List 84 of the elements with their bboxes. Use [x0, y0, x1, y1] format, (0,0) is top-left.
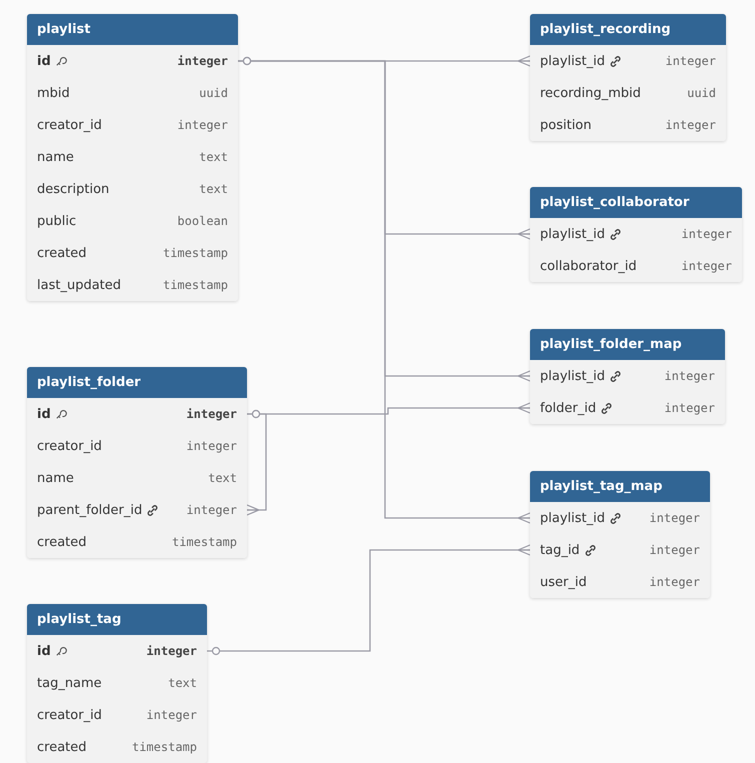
column-type: text: [207, 471, 237, 485]
column-type: integer: [145, 644, 197, 658]
column-type: integer: [145, 708, 197, 722]
column-name: id: [37, 644, 51, 658]
column-type: uuid: [198, 86, 228, 100]
column-type: timestamp: [130, 740, 197, 754]
table-name: playlist_recording: [530, 14, 726, 45]
column-type: integer: [648, 543, 700, 557]
table-row: [27, 45, 238, 77]
column-name: last_updated: [37, 278, 122, 292]
column-name: playlist_id: [540, 510, 605, 526]
column-name: tag_name: [37, 676, 102, 690]
column-type: integer: [680, 227, 732, 241]
table-name: playlist: [27, 14, 238, 45]
column-type: integer: [648, 511, 700, 525]
column-name: position: [540, 118, 592, 132]
column-type: integer: [648, 575, 700, 589]
column-type: integer: [664, 118, 716, 132]
column-type: timestamp: [162, 246, 228, 260]
table-row: [27, 398, 247, 430]
relationship-line: [238, 56, 531, 524]
table-card: [27, 367, 247, 558]
column-name: id: [37, 406, 51, 422]
table-card: [530, 14, 726, 141]
column-name: collaborator_id: [540, 258, 637, 274]
table-card: [27, 14, 238, 301]
table-row: [530, 392, 725, 424]
table-row: [530, 218, 742, 250]
column-name: created: [37, 246, 87, 260]
table-name: playlist_folder_map: [530, 329, 725, 360]
column-type: integer: [176, 54, 228, 68]
table-row: [530, 250, 742, 282]
table-card: [27, 604, 207, 763]
column-name: created: [37, 740, 87, 754]
column-type: timestamp: [162, 278, 228, 292]
table-name: playlist_tag_map: [530, 471, 710, 502]
column-name: creator_id: [37, 708, 102, 722]
column-type: integer: [185, 503, 237, 517]
column-name: created: [37, 534, 87, 550]
column-name: creator_id: [37, 438, 102, 454]
column-type: uuid: [686, 86, 716, 100]
column-name: creator_id: [37, 118, 102, 132]
column-name: description: [37, 182, 110, 196]
table-card: [530, 329, 725, 424]
column-name: playlist_id: [540, 368, 605, 384]
table-row: [530, 109, 726, 141]
table-name: playlist_tag: [27, 604, 207, 635]
table-name: playlist_collaborator: [530, 187, 742, 218]
column-name: playlist_id: [540, 226, 605, 242]
column-name: tag_id: [540, 542, 580, 558]
column-name: playlist_id: [540, 54, 605, 68]
column-type: integer: [185, 439, 237, 453]
table-card: [530, 187, 742, 282]
column-type: text: [198, 182, 228, 196]
table-row: [27, 635, 207, 667]
column-name: mbid: [37, 86, 70, 100]
column-type: integer: [680, 259, 732, 273]
table-row: [27, 269, 238, 301]
relationship-line: [207, 544, 531, 656]
column-type: integer: [664, 54, 716, 68]
column-name: parent_folder_id: [37, 502, 142, 518]
column-name: name: [37, 470, 74, 486]
table-row: [530, 566, 710, 598]
column-name: public: [37, 214, 76, 228]
column-type: text: [198, 150, 228, 164]
table-row: [530, 502, 710, 534]
column-name: folder_id: [540, 400, 596, 416]
column-name: name: [37, 150, 74, 164]
column-type: integer: [185, 407, 237, 421]
table-row: [530, 45, 726, 77]
column-type: integer: [663, 369, 715, 383]
column-type: timestamp: [170, 535, 237, 549]
column-name: id: [37, 54, 51, 68]
column-type: integer: [663, 401, 715, 415]
table-card: [530, 471, 710, 598]
column-name: user_id: [540, 574, 587, 590]
column-type: boolean: [176, 214, 228, 228]
column-type: integer: [176, 118, 228, 132]
table-row: [530, 360, 725, 392]
relationship-line: [246, 410, 267, 516]
column-type: text: [167, 676, 197, 690]
table-row: [27, 526, 247, 558]
column-name: recording_mbid: [540, 86, 641, 100]
table-name: playlist_folder: [27, 367, 247, 398]
